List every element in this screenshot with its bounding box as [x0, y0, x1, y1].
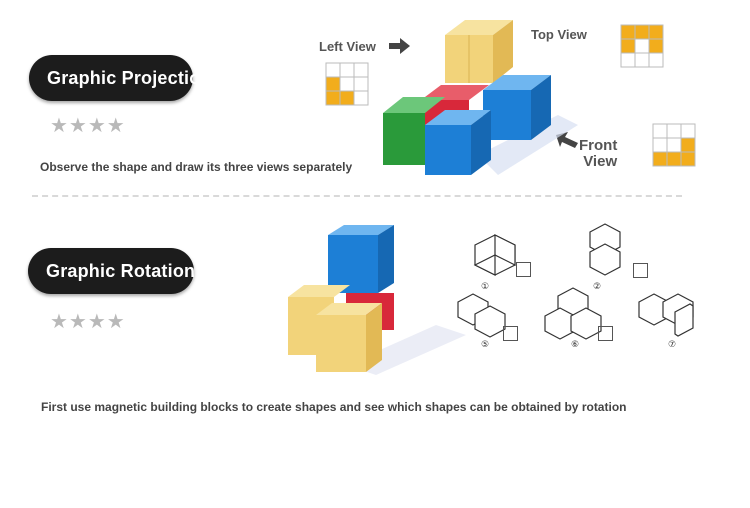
- projection-caption: Observe the shape and draw its three vie…: [40, 160, 353, 174]
- top-view-label: Top View: [531, 27, 587, 42]
- yellow-cube: [445, 20, 513, 83]
- option-1-checkbox[interactable]: [516, 262, 531, 277]
- option-1-label: ①: [481, 281, 490, 291]
- option-6-checkbox[interactable]: [598, 326, 613, 341]
- option-5-label: ⑤: [481, 339, 490, 349]
- front-view-grid: [652, 123, 696, 167]
- rotation-option-1: [473, 234, 516, 276]
- difficulty-stars-2: ★★★★: [50, 311, 126, 333]
- blue-cube-front: [425, 110, 491, 175]
- arrow-right-icon: [389, 38, 410, 54]
- rotation-option-6: [544, 287, 602, 340]
- rotation-option-5: [457, 293, 506, 338]
- green-cube: [383, 97, 445, 165]
- front-view-label: Front View: [579, 138, 617, 170]
- section-divider: [32, 195, 682, 197]
- yellow-cube-front: [316, 303, 382, 372]
- graphic-rotation-title: Graphic Rotation: [28, 248, 195, 294]
- graphic-projection-title: Graphic Projection: [29, 55, 211, 101]
- top-view-grid: [620, 24, 664, 68]
- rotation-option-2: [589, 223, 621, 276]
- left-view-label: Left View: [319, 39, 376, 54]
- option-2-label: ②: [593, 281, 602, 291]
- cube-structure-projection: [383, 20, 578, 175]
- blue-cube-top: [328, 225, 394, 293]
- front-view-label-line2: View: [583, 153, 618, 170]
- rotation-caption: First use magnetic building blocks to cr…: [41, 400, 627, 414]
- front-view-label-line1: Front: [579, 137, 618, 154]
- cube-structure-rotation: [288, 225, 466, 375]
- blue-cube-right: [483, 75, 551, 140]
- rotation-option-7: [638, 293, 694, 337]
- option-2-checkbox[interactable]: [633, 263, 648, 278]
- option-5-checkbox[interactable]: [503, 326, 518, 341]
- arrow-upleft-icon: [556, 132, 578, 148]
- difficulty-stars: ★★★★: [50, 115, 126, 137]
- left-view-grid: [325, 62, 369, 106]
- option-6-label: ⑥: [571, 339, 580, 349]
- option-7-label: ⑦: [668, 339, 677, 349]
